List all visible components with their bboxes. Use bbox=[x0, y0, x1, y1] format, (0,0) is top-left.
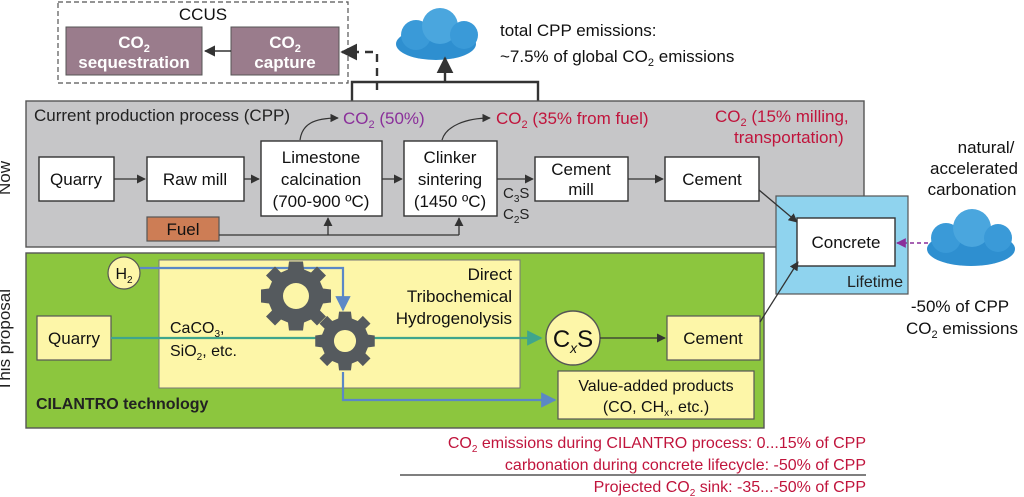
value-added-box bbox=[557, 370, 755, 420]
process-label-1: Direct bbox=[468, 265, 513, 284]
co2-sequestration-label-2: sequestration bbox=[78, 53, 189, 72]
cxs-label: CxS bbox=[553, 326, 593, 356]
quarry-label-now: Quarry bbox=[50, 170, 102, 189]
co2-35-label: CO2 (35% from fuel) bbox=[496, 109, 649, 131]
raw-mill-label: Raw mill bbox=[163, 170, 227, 189]
process-label-3: Hydrogenolysis bbox=[396, 309, 512, 328]
cement-label-now: Cement bbox=[682, 170, 742, 189]
limestone-calcination-box bbox=[260, 140, 383, 217]
proposal-cement-to-concrete-arrow bbox=[759, 261, 799, 323]
emissions-collector-bracket bbox=[350, 80, 540, 102]
clinker-label-1: Clinker bbox=[424, 148, 477, 167]
summary-line-2: carbonation during concrete lifecycle: -… bbox=[505, 457, 866, 474]
total-emissions-line-2: ~7.5% of global CO2 emissions bbox=[500, 47, 734, 69]
process-label-2: Tribochemical bbox=[407, 287, 512, 306]
reduction-label-2: CO2 emissions bbox=[906, 319, 1018, 341]
quarry-box-now bbox=[38, 156, 115, 202]
feed-label-1: CaCO3, bbox=[170, 320, 224, 340]
carbonation-label-2: accelerated bbox=[930, 159, 1018, 178]
carbonation-label-1: natural/ bbox=[958, 138, 1015, 157]
total-emissions-line-1: total CPP emissions: bbox=[500, 21, 657, 40]
gear-icon-small bbox=[315, 311, 375, 371]
cement-label-proposal: Cement bbox=[683, 329, 743, 348]
byproduct-arrow bbox=[341, 372, 557, 408]
co2-15-label-2: transportation) bbox=[734, 128, 844, 147]
carbonation-cloud bbox=[927, 209, 1015, 266]
co2-15-label-1: CO2 (15% milling, bbox=[715, 107, 849, 129]
value-added-label-2: (CO, CHx, etc.) bbox=[603, 399, 709, 419]
cement-box-proposal bbox=[666, 315, 761, 361]
value-added-label-1: Value-added products bbox=[578, 378, 733, 395]
co2-50-label: CO2 (50%) bbox=[343, 109, 425, 131]
clinker-label-2: sintering bbox=[418, 170, 482, 189]
gear-icon-large bbox=[261, 261, 331, 331]
co2-capture-label-2: capture bbox=[254, 53, 315, 72]
co2-sequestration-label-1: CO2 bbox=[118, 33, 150, 55]
emissions-to-capture-arrow bbox=[340, 43, 379, 90]
cement-mill-box bbox=[534, 156, 629, 202]
c3s-label: C3S bbox=[503, 185, 529, 205]
ccus-group: CCUS CO2 sequestration CO2 capture bbox=[57, 1, 379, 90]
cilantro-tech-label: CILANTRO technology bbox=[36, 396, 209, 413]
c2s-label: C2S bbox=[503, 206, 529, 226]
proposal-row-label: This proposal bbox=[0, 289, 14, 391]
ccus-title: CCUS bbox=[179, 5, 227, 24]
clinker-label-3: (1450 ºC) bbox=[414, 192, 486, 211]
h2-label: H2 bbox=[115, 266, 133, 286]
co2-capture-label-1: CO2 bbox=[269, 33, 301, 55]
fuel-label: Fuel bbox=[166, 220, 199, 239]
cpp-title: Current production process (CPP) bbox=[34, 106, 290, 125]
feed-label-2: SiO2, etc. bbox=[170, 343, 237, 363]
limestone-label-3: (700-900 ºC) bbox=[273, 192, 370, 211]
co2-sequestration-box bbox=[65, 26, 203, 76]
carbonation-label-3: carbonation bbox=[928, 180, 1017, 199]
cement-to-concrete-arrow bbox=[758, 189, 798, 223]
h2-feed-arrow bbox=[140, 266, 351, 312]
raw-mill-box bbox=[146, 156, 245, 202]
emissions-cloud bbox=[396, 8, 478, 60]
h2-circle bbox=[107, 256, 141, 290]
sintering-co2-arrow bbox=[441, 113, 491, 141]
concrete-box bbox=[796, 217, 896, 267]
calcination-co2-arrow bbox=[299, 113, 339, 141]
summary-line-3: Projected CO2 sink: -35...-50% of CPP bbox=[594, 479, 866, 497]
cement-mill-label-2: mill bbox=[568, 180, 594, 199]
quarry-label-proposal: Quarry bbox=[48, 329, 100, 348]
cement-mill-label-1: Cement bbox=[551, 160, 611, 179]
concrete-label: Concrete bbox=[812, 233, 881, 252]
cement-box-now bbox=[664, 156, 760, 202]
lifetime-label: Lifetime bbox=[847, 274, 903, 291]
limestone-label-2: calcination bbox=[281, 170, 361, 189]
reduction-label-1: -50% of CPP bbox=[911, 297, 1009, 316]
fuel-box bbox=[146, 216, 220, 242]
summary-line-1: CO2 emissions during CILANTRO process: 0… bbox=[448, 435, 866, 455]
now-row-label: Now bbox=[0, 160, 14, 195]
limestone-label-1: Limestone bbox=[282, 148, 360, 167]
